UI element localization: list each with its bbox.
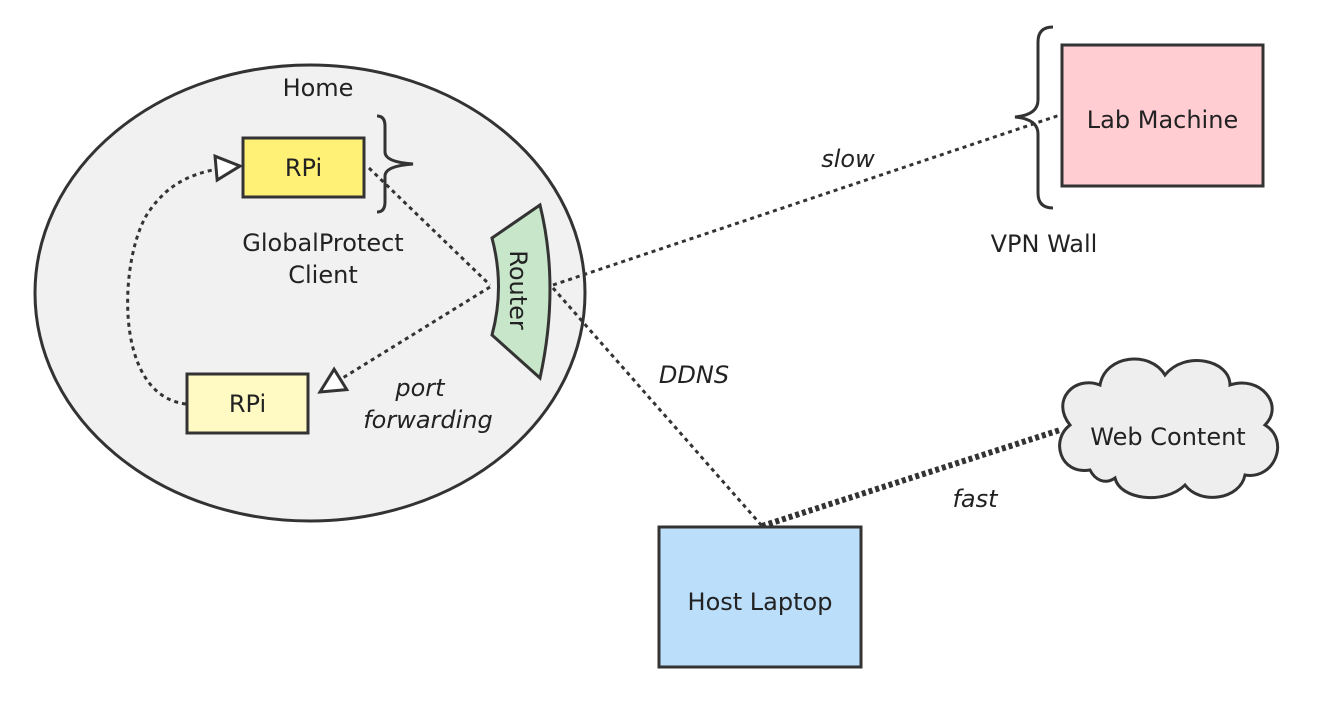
host-laptop-label: Host Laptop: [688, 588, 833, 616]
edge-ddns-label: DDNS: [659, 361, 729, 389]
rpi-bottom-box: [185, 372, 310, 435]
web-content-cloud: [1058, 357, 1280, 500]
rpi-bottom-label: RPi: [229, 390, 266, 418]
vpn-wall-label: VPN Wall: [991, 230, 1098, 258]
edge-laptop-web: [761, 427, 1061, 529]
globalprotect-label-line1: GlobalProtect: [242, 229, 403, 257]
globalprotect-brace: [376, 114, 414, 214]
home-label: Home: [283, 74, 354, 102]
home-boundary: [33, 63, 587, 523]
edge-port-forwarding: [320, 285, 491, 392]
vpn-wall-brace: [1014, 25, 1054, 210]
port-forwarding-label-line1: port: [394, 374, 446, 402]
edge-router-lab: [552, 113, 1061, 287]
edge-rpi-loop: [126, 166, 240, 406]
lab-machine-box: [1060, 43, 1265, 188]
router-label: Router: [504, 250, 532, 330]
edge-fast-label: fast: [952, 485, 999, 513]
router-shape: [490, 202, 552, 381]
edge-router-laptop: [551, 287, 764, 527]
rpi-top-label: RPi: [285, 154, 322, 182]
edge-slow-label: slow: [821, 145, 875, 173]
lab-machine-label: Lab Machine: [1087, 106, 1238, 134]
host-laptop-box: [657, 525, 863, 669]
rpi-top-box: [241, 136, 366, 199]
port-forwarding-label-line2: forwarding: [363, 406, 493, 434]
globalprotect-label-line2: Client: [288, 261, 357, 289]
web-content-label: Web Content: [1090, 423, 1245, 451]
